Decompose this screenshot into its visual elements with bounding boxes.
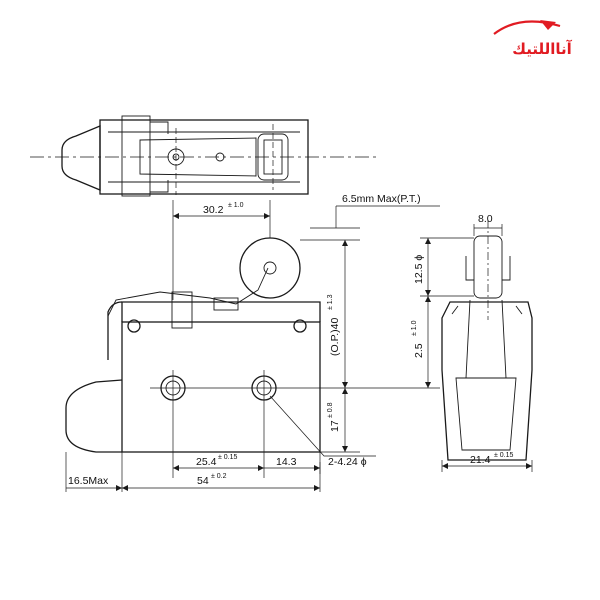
dim-pretravel: 6.5mm Max(P.T.): [342, 193, 421, 205]
dim-roller-width: 8.0: [478, 213, 493, 225]
dim-side-height: 2.5: [413, 343, 425, 358]
dim-mounting-holes: 2-4.24 ϕ: [328, 456, 367, 468]
dim-hole-spacing-tol: ± 0.15: [218, 454, 238, 461]
dim-plunger-length: 16.5Max: [68, 475, 109, 487]
front-view: [65, 237, 440, 492]
dim-body-length: 54: [197, 475, 209, 487]
dim-top-width-tol: ± 1.0: [228, 202, 244, 209]
brand-logo: آنااللتيك: [493, 20, 573, 58]
dim-edge-distance: 14.3: [276, 456, 297, 468]
top-view: [30, 115, 380, 197]
dim-hole-spacing: 25.4: [196, 456, 217, 468]
dim-body-length-tol: ± 0.2: [211, 473, 227, 480]
dim-operating-position: (O.P.)40: [329, 318, 341, 356]
logo-text: آنااللتيك: [512, 40, 572, 58]
dim-side-height-tol: ± 1.0: [411, 320, 418, 336]
dim-side-width-tol: ± 0.15: [494, 452, 514, 459]
dim-roller-dia: 12.5 ϕ: [413, 255, 425, 284]
dim-top-width: 30.2: [203, 204, 224, 216]
dim-operating-position-tol: ± 1.3: [327, 294, 334, 310]
dimension-lines: [66, 200, 533, 491]
dim-lower-height: 17: [329, 420, 341, 432]
dim-side-width: 21.4: [470, 454, 491, 466]
side-view: [441, 220, 533, 461]
dim-lower-height-tol: ± 0.8: [327, 402, 334, 418]
